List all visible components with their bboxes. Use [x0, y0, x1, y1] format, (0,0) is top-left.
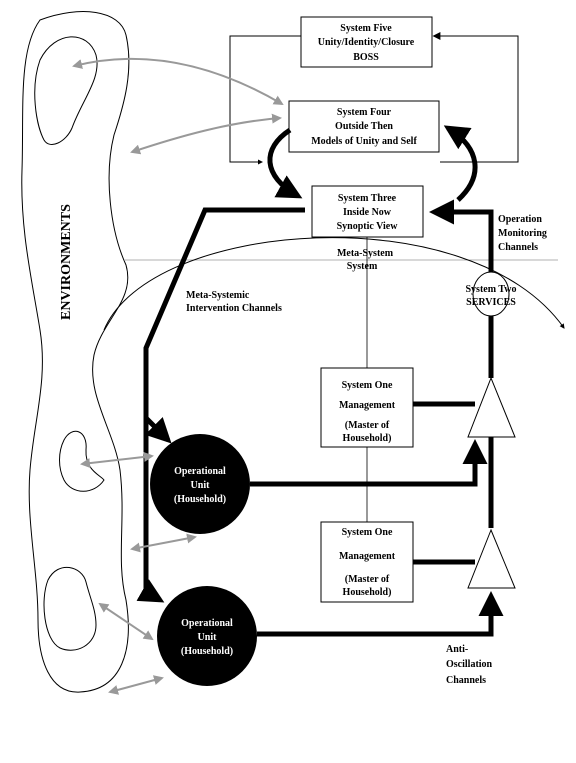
env-link-unit-2-a [98, 602, 154, 641]
operational-unit-1 [150, 434, 250, 534]
operation-monitoring-line3: Channels [498, 242, 538, 253]
environments-label: ENVIRONMENTS [59, 204, 74, 320]
system-three-box [311, 185, 424, 238]
system-three-line1: System Three [338, 193, 397, 204]
system-one-bottom-line1: System One [342, 527, 393, 538]
op-unit-2-line3: (Household) [181, 646, 233, 657]
system-one-top-line4: Household) [343, 433, 392, 444]
env-link-unit-1-b [130, 533, 197, 553]
env-link-unit-2-b [108, 675, 164, 695]
system-four-box [288, 100, 440, 153]
env-link-s5 [72, 57, 284, 106]
meta-system-arc [103, 237, 565, 331]
operational-unit-2 [157, 586, 257, 686]
meta-systemic-line2: Intervention Channels [186, 303, 282, 314]
system-two-line1: System Two [465, 284, 516, 295]
op-unit-1-line3: (Household) [174, 494, 226, 505]
system-one-bottom-line4: Household) [343, 587, 392, 598]
meta-system-line2: System [347, 261, 378, 272]
system-two-circle [472, 271, 510, 317]
system-one-bottom-line3: (Master of [345, 574, 390, 585]
regulator-triangle-top [467, 376, 516, 438]
system-five-box [300, 16, 433, 68]
env-link-s4 [130, 113, 282, 155]
system-one-bottom-line2: Management [339, 551, 396, 562]
system-three-line2: Inside Now [343, 207, 392, 218]
s4-to-s3-arrow [267, 127, 303, 199]
environment-inner-3 [43, 567, 97, 651]
monitoring-channel [429, 199, 494, 378]
system-one-bottom-box [320, 521, 414, 603]
system-three-line3: Synoptic View [337, 221, 399, 232]
system-five-line2: Unity/Identity/Closure [318, 37, 415, 48]
operation-monitoring-line2: Monitoring [498, 228, 547, 239]
meta-system-line1: Meta-System [337, 248, 394, 259]
op-unit-2-line2: Unit [198, 632, 218, 643]
operation-monitoring-line1: Operation [498, 214, 542, 225]
system-four-line3: Models of Unity and Self [311, 136, 417, 147]
system-one-top-box [320, 367, 414, 448]
regulator-triangle-bottom [467, 528, 516, 589]
system-five-line3: BOSS [353, 52, 379, 63]
anti-oscillation-line3: Channels [446, 675, 486, 686]
s5-s4-right-link [432, 32, 519, 163]
environment-inner-2 [59, 430, 105, 492]
op-unit-2-to-regulator [257, 591, 504, 637]
system-one-top-line3: (Master of [345, 420, 390, 431]
intervention-channel [136, 207, 305, 603]
system-four-line1: System Four [337, 107, 392, 118]
op-unit-1-to-regulator [250, 439, 488, 487]
system-two-line2: SERVICES [466, 297, 516, 308]
op-unit-2-line1: Operational [181, 618, 233, 629]
intervention-branch-top [144, 416, 172, 444]
environment-outline [21, 11, 130, 693]
op-unit-1-line2: Unit [191, 480, 211, 491]
environment-inner-1 [34, 36, 98, 145]
system-five-line1: System Five [340, 23, 392, 34]
anti-oscillation-line2: Oscillation [446, 659, 493, 670]
meta-systemic-line1: Meta-Systemic [186, 290, 250, 301]
s3-to-s4-arrow [443, 125, 478, 202]
system-four-line2: Outside Then [335, 121, 393, 132]
op-unit-1-line1: Operational [174, 466, 226, 477]
system-one-top-line2: Management [339, 400, 396, 411]
system-one-top-line1: System One [342, 380, 393, 391]
env-link-unit-1-a [80, 451, 154, 469]
anti-oscillation-line1: Anti- [446, 644, 468, 655]
